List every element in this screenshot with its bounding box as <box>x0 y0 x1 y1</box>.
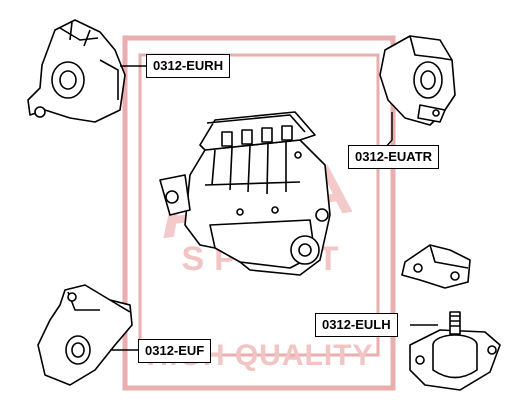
watermark <box>122 35 396 391</box>
label-0312-eulh: 0312-EULH <box>315 313 398 337</box>
mount-euatr-icon <box>379 35 456 126</box>
engine-icon <box>159 111 331 276</box>
bracket-icon <box>401 244 471 289</box>
label-0312-euf: 0312-EUF <box>138 339 212 363</box>
mount-eulh-icon <box>409 311 501 391</box>
label-0312-euatr: 0312-EUATR <box>348 145 440 169</box>
label-0312-eurh: 0312-EURH <box>146 54 231 78</box>
mount-eurh-icon <box>27 19 126 123</box>
mount-euf-icon <box>37 284 133 386</box>
